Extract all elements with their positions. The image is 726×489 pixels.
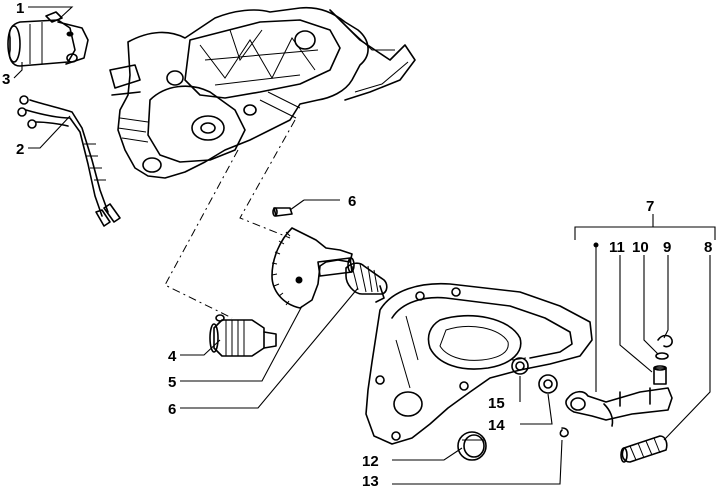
transmission-cover bbox=[365, 282, 593, 445]
washer bbox=[538, 374, 558, 394]
alignment-lines bbox=[164, 119, 296, 319]
oil-seal bbox=[511, 357, 529, 375]
leader-lines bbox=[13, 6, 716, 485]
pivot-bolt bbox=[653, 365, 667, 385]
inspection-cap bbox=[457, 431, 487, 461]
callout-5: 5 bbox=[168, 374, 176, 391]
spring-washer bbox=[655, 352, 669, 360]
dowel-pin bbox=[272, 207, 293, 217]
callout-7: 7 bbox=[646, 198, 654, 215]
callout-9: 9 bbox=[663, 239, 671, 256]
kickstart-sector-gear bbox=[271, 227, 355, 309]
kickstart-lever bbox=[565, 387, 673, 427]
callout-14: 14 bbox=[488, 417, 505, 434]
clip bbox=[559, 427, 569, 438]
callout-11: 11 bbox=[609, 239, 625, 256]
rubber-grip bbox=[620, 435, 668, 463]
callout-6-upper: 6 bbox=[348, 193, 356, 210]
callout-10: 10 bbox=[632, 239, 649, 256]
circlip bbox=[657, 334, 673, 348]
starter-bendix bbox=[209, 314, 277, 357]
callout-1: 1 bbox=[16, 0, 24, 17]
callout-13: 13 bbox=[362, 473, 379, 489]
return-spring bbox=[345, 262, 388, 303]
callout-8: 8 bbox=[704, 239, 712, 256]
wiring-harness bbox=[17, 95, 121, 227]
starter-motor bbox=[7, 11, 89, 67]
callout-2: 2 bbox=[16, 141, 24, 158]
callout-4: 4 bbox=[168, 348, 177, 365]
callout-12: 12 bbox=[362, 453, 379, 470]
callout-6-lower: 6 bbox=[168, 401, 176, 418]
callout-labels: 1 3 2 6 7 11 10 9 8 4 5 6 15 14 12 13 bbox=[2, 0, 712, 489]
engine-crankcase bbox=[109, 6, 416, 179]
callout-3: 3 bbox=[2, 71, 10, 88]
callout-15: 15 bbox=[488, 395, 505, 412]
